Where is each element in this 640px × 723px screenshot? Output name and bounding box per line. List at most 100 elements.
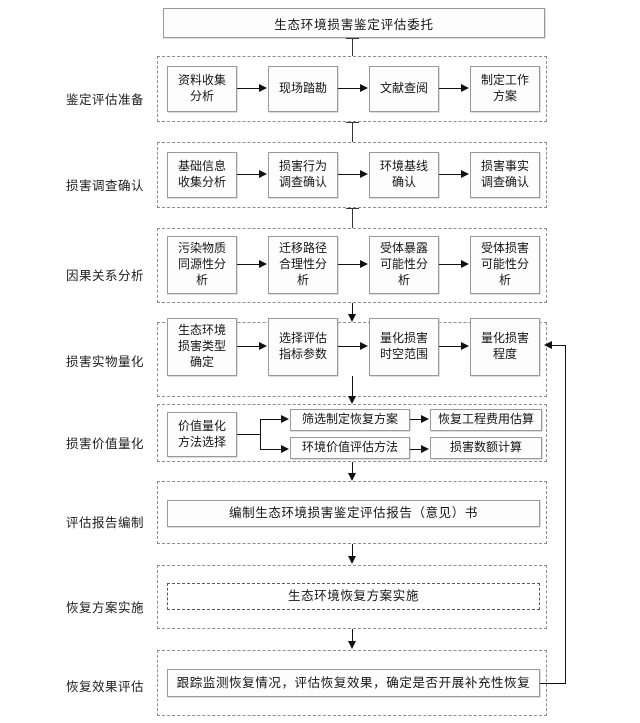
arrowhead-4-3-to-4-4 [421, 445, 429, 453]
node-label-4-4: 损害数额计算 [449, 440, 522, 455]
connector-2-0-to-2-1 [237, 264, 260, 265]
connector-stage6-to-stage7 [352, 544, 353, 559]
node-label-2-1: 迁移路径 合理性分 析 [278, 241, 327, 287]
node-label-3-1: 选择评估 指标参数 [278, 331, 327, 361]
node-label-6-0: 生态环境恢复方案实施 [287, 588, 419, 604]
arrowhead-stage5-to-stage6 [348, 473, 356, 481]
connector-1-1-to-1-2 [338, 174, 361, 175]
stage-label-6: 恢复方案实施 [65, 600, 144, 615]
node-label-0-1: 现场踏勘 [278, 81, 327, 96]
stage-container-1 [157, 142, 547, 208]
feedback-connector-vertical [565, 345, 566, 684]
node-7-0[interactable]: 跟踪监测恢复情况，评估恢复效果，确定是否开展补充性恢复 [167, 669, 540, 697]
stage-label-2: 因果关系分析 [65, 268, 144, 283]
node-4-3[interactable]: 环境价值评估方法 [290, 437, 410, 459]
node-label-0-3: 制定工作 方案 [480, 73, 529, 103]
stage-label-3: 损害实物量化 [65, 354, 144, 369]
node-1-2[interactable]: 环境基线 确认 [369, 152, 439, 198]
node-2-3[interactable]: 受体损害 可能性分 析 [470, 236, 540, 294]
stage-label-7: 恢复效果评估 [65, 679, 144, 694]
connector-4-0-to-4-3 [260, 449, 282, 450]
node-4-2[interactable]: 恢复工程费用估算 [430, 409, 542, 431]
arrowhead-1-2-to-1-3 [461, 170, 469, 178]
stage-label-4: 损害价值量化 [65, 436, 144, 451]
connector-4-0-split-vertical [260, 419, 261, 450]
flowchart-title-text: 生态环境损害鉴定评估委托 [274, 16, 434, 32]
connector-stage1-to-stage2 [352, 122, 353, 142]
connector-stage3-tee [346, 208, 359, 209]
arrowhead-1-1-to-1-2 [360, 170, 368, 178]
arrowhead-stage3-to-stage4 [348, 314, 356, 322]
node-1-0[interactable]: 基础信息 收集分析 [167, 152, 237, 198]
connector-4-0-to-4-1 [260, 419, 282, 420]
connector-0-2-to-0-3 [439, 88, 462, 89]
node-label-4-3: 环境价值评估方法 [301, 440, 398, 455]
node-label-7-0: 跟踪监测恢复情况，评估恢复效果，确定是否开展补充性恢复 [176, 674, 531, 690]
node-label-1-2: 环境基线 确认 [379, 159, 428, 189]
stage-label-1: 损害调查确认 [65, 178, 144, 193]
arrowhead-3-0-to-3-1 [259, 342, 267, 350]
node-label-1-1: 损害行为 调查确认 [278, 159, 327, 189]
connector-3-2-to-3-3 [439, 346, 462, 347]
connector-4-1-to-4-2 [410, 419, 423, 420]
node-label-3-0: 生态环境 损害类型 确定 [177, 323, 226, 369]
node-0-3[interactable]: 制定工作 方案 [470, 66, 540, 112]
node-0-0[interactable]: 资料收集 分析 [167, 66, 237, 112]
node-label-0-0: 资料收集 分析 [177, 73, 226, 103]
connector-stage2-tee [346, 122, 359, 123]
node-4-4[interactable]: 损害数额计算 [430, 437, 542, 459]
stage-label-5: 评估报告编制 [65, 515, 144, 530]
node-label-1-3: 损害事实 调查确认 [480, 159, 529, 189]
arrowhead-4-0-to-4-3 [281, 445, 289, 453]
node-0-1[interactable]: 现场踏勘 [268, 66, 338, 112]
arrowhead-0-0-to-0-1 [259, 84, 267, 92]
node-4-1[interactable]: 筛选制定恢复方案 [290, 409, 410, 431]
node-3-0[interactable]: 生态环境 损害类型 确定 [167, 318, 237, 376]
arrowhead-0-2-to-0-3 [461, 84, 469, 92]
connector-title-to-stage1 [352, 38, 353, 56]
connector-stage4-to-stage5 [352, 376, 353, 398]
connector-stage3-to-stage4 [352, 303, 353, 316]
node-1-3[interactable]: 损害事实 调查确认 [470, 152, 540, 198]
stage-container-4 [157, 404, 547, 462]
feedback-connector-horizontal-bottom [540, 683, 566, 684]
connector-4-0-stem [237, 434, 260, 435]
connector-3-0-to-3-1 [237, 346, 260, 347]
connector-3-1-to-3-2 [338, 346, 361, 347]
connector-1-0-to-1-1 [237, 174, 260, 175]
node-label-4-2: 恢复工程费用估算 [437, 412, 534, 427]
node-3-1[interactable]: 选择评估 指标参数 [268, 318, 338, 376]
stage-label-0: 鉴定评估准备 [65, 92, 144, 107]
node-0-2[interactable]: 文献查阅 [369, 66, 439, 112]
arrowhead-feedback-to-node-3-3 [544, 341, 552, 349]
flowchart-title-box: 生态环境损害鉴定评估委托 [163, 8, 545, 38]
connector-2-2-to-2-3 [439, 264, 462, 265]
node-4-0[interactable]: 价值量化 方法选择 [167, 412, 237, 457]
connector-0-1-to-0-2 [338, 88, 361, 89]
arrowhead-2-1-to-2-2 [360, 260, 368, 268]
node-label-4-1: 筛选制定恢复方案 [301, 412, 398, 427]
node-2-0[interactable]: 污染物质 同源性分 析 [167, 236, 237, 294]
stage-container-0 [157, 56, 547, 122]
arrowhead-1-0-to-1-1 [259, 170, 267, 178]
connector-1-2-to-1-3 [439, 174, 462, 175]
arrowhead-stage7-to-stage8 [348, 641, 356, 649]
arrowhead-stage4-to-stage5 [348, 396, 356, 404]
arrowhead-stage6-to-stage7 [348, 556, 356, 564]
arrowhead-0-1-to-0-2 [360, 84, 368, 92]
node-2-1[interactable]: 迁移路径 合理性分 析 [268, 236, 338, 294]
connector-title-tee [346, 38, 359, 39]
arrowhead-2-0-to-2-1 [259, 260, 267, 268]
connector-0-0-to-0-1 [237, 88, 260, 89]
node-3-2[interactable]: 量化损害 时空范围 [369, 318, 439, 376]
stage-container-2 [157, 228, 547, 303]
node-5-0[interactable]: 编制生态环境损害鉴定评估报告（意见）书 [167, 500, 540, 527]
node-6-0[interactable]: 生态环境恢复方案实施 [167, 583, 540, 610]
node-2-2[interactable]: 受体暴露 可能性分 析 [369, 236, 439, 294]
connector-2-1-to-2-2 [338, 264, 361, 265]
node-1-1[interactable]: 损害行为 调查确认 [268, 152, 338, 198]
node-label-3-3: 量化损害 程度 [480, 331, 529, 361]
node-label-4-0: 价值量化 方法选择 [177, 418, 226, 449]
node-3-3[interactable]: 量化损害 程度 [470, 318, 540, 376]
stage-container-6 [157, 565, 547, 629]
